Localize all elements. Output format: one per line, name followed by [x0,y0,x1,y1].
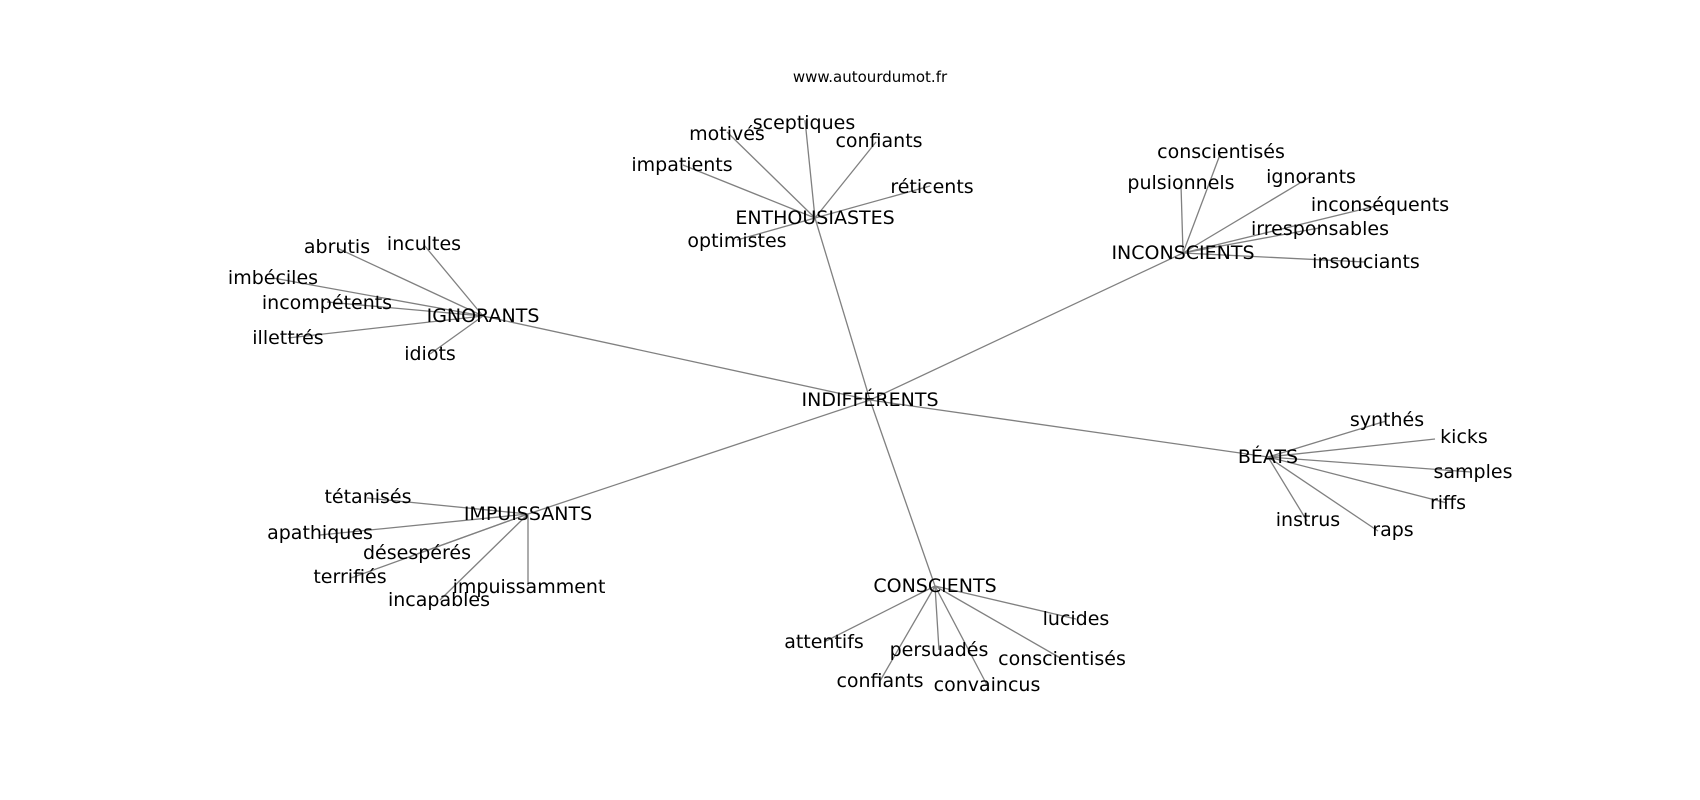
edge-hub-to-word [366,497,529,515]
edge-hub-to-word [439,513,529,601]
word-node-label: illettrés [252,327,323,349]
edge-hub-to-word [736,217,816,241]
edge-hub-to-word [1182,176,1311,254]
word-node-label: insouciants [1312,251,1420,273]
edge-hub-to-word [350,513,529,579]
edge-hub-to-word [1182,227,1320,254]
word-node-label: irresponsables [1251,218,1389,240]
word-node-label: confiants [835,130,922,152]
edge-root-to-hub [869,399,1269,458]
edge-hub-to-word [326,301,484,317]
word-node-label: pulsionnels [1127,172,1234,194]
edge-hub-to-word [1182,252,1366,263]
edge-root-to-hub [869,399,936,587]
source-watermark: www.autourdumot.fr [793,68,948,86]
edge-root-to-hub [814,217,871,401]
word-node-label: réticents [890,176,973,198]
edge-hub-to-word [423,244,484,317]
word-node-label: ignorants [1266,166,1356,188]
graph-edges [272,119,1472,686]
graph-labels: INDIFFÉRENTS ENTHOUSIASTES sceptiquesmotiv… [228,112,1513,696]
word-node-label: apathiques [267,522,373,544]
word-node-label: kicks [1440,426,1488,448]
edge-hub-to-word [319,513,529,536]
word-node-label: attentifs [784,631,864,653]
edge-hub-to-word [814,185,931,219]
edge-hub-to-word [934,585,1063,660]
edge-hub-to-word [726,131,816,219]
edge-hub-to-word [823,585,936,643]
word-node-label: instrus [1276,509,1340,531]
word-node-label: abrutis [304,236,370,258]
edge-hub-to-word [336,247,484,317]
edge-hub-to-word [1267,438,1436,458]
edge-hub-to-word [682,164,816,219]
edge-hub-to-word [1267,456,1379,532]
edge-root-to-hub [527,399,871,515]
edge-hub-to-word [1267,456,1308,522]
word-node-label: imbéciles [228,267,318,289]
word-node-label: optimistes [687,230,786,252]
edge-hub-to-word [934,585,940,651]
word-node-label: convaincus [934,674,1041,696]
hub-node-label: BÉATS [1238,445,1298,468]
word-node-label: samples [1434,461,1513,483]
hub-node-label: ENTHOUSIASTES [735,207,894,229]
hub-node-label: IGNORANTS [427,305,540,327]
word-node-label: impatients [631,154,732,176]
root-node-label: INDIFFÉRENTS [802,388,939,411]
edge-hub-to-word [272,277,484,317]
edge-hub-to-word [879,585,936,682]
word-node-label: incapables [388,589,490,611]
word-node-label: sceptiques [753,112,856,134]
word-node-label: lucides [1043,608,1110,630]
word-node-label: terrifiés [313,566,386,588]
word-node-label: conscientisés [1157,141,1285,163]
edge-hub-to-word [1267,456,1448,504]
word-node-label: motivés [689,123,765,145]
word-node-label: raps [1372,519,1413,541]
hub-node-label: IMPUISSANTS [464,503,592,525]
edge-hub-to-word [1267,456,1472,473]
edge-root-to-hub [482,315,871,401]
word-node-label: désespérés [363,542,471,564]
edge-hub-to-word [804,119,816,219]
word-node-label: inconséquents [1311,194,1449,216]
word-node-label: tétanisés [324,486,411,508]
word-node-label: impuissamment [453,576,606,598]
edge-hub-to-word [934,585,988,686]
word-node-label: conscientisés [998,648,1126,670]
hub-node-label: CONSCIENTS [873,575,996,597]
edge-hub-to-word [287,315,484,339]
word-node-label: riffs [1430,492,1466,514]
word-node-label: synthés [1350,409,1424,431]
hub-node-label: INCONSCIENTS [1111,242,1254,264]
edge-hub-to-word [934,585,1077,620]
edge-root-to-hub [869,252,1184,401]
edge-hub-to-word [1182,151,1222,254]
word-node-label: idiots [404,343,456,365]
edge-hub-to-word [429,315,484,355]
word-node-label: incompétents [262,292,392,314]
word-node-label: confiants [836,670,923,692]
edge-hub-to-word [1267,420,1387,458]
word-node-label: persuadés [890,639,989,661]
word-node-label: incultes [387,233,461,255]
edge-hub-to-word [1180,184,1184,254]
edge-hub-to-word [814,141,877,219]
edge-hub-to-word [1182,204,1381,254]
